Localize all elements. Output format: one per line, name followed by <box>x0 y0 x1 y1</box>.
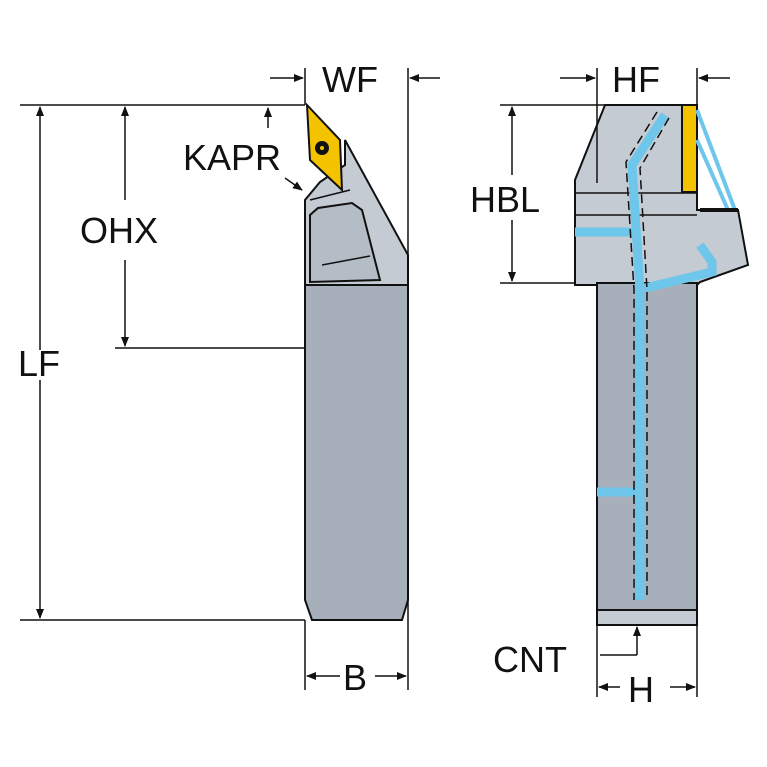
head-pocket <box>309 201 382 284</box>
wf-label: WF <box>322 59 378 100</box>
cnt-label: CNT <box>493 639 567 680</box>
h-label: H <box>628 669 654 710</box>
kapr-label: KAPR <box>183 137 281 178</box>
front-view-tool <box>574 104 750 626</box>
hf-label: HF <box>612 59 660 100</box>
shank-end <box>596 609 698 626</box>
left-dimensions <box>20 68 440 690</box>
lf-label: LF <box>18 343 60 384</box>
front-insert <box>681 104 698 193</box>
hbl-label: HBL <box>470 179 540 220</box>
shank <box>304 284 409 621</box>
b-label: B <box>343 657 367 698</box>
right-dimensions <box>500 68 730 697</box>
side-view-tool <box>304 102 409 621</box>
coolant-channel <box>575 112 717 600</box>
ohx-label: OHX <box>80 210 158 251</box>
